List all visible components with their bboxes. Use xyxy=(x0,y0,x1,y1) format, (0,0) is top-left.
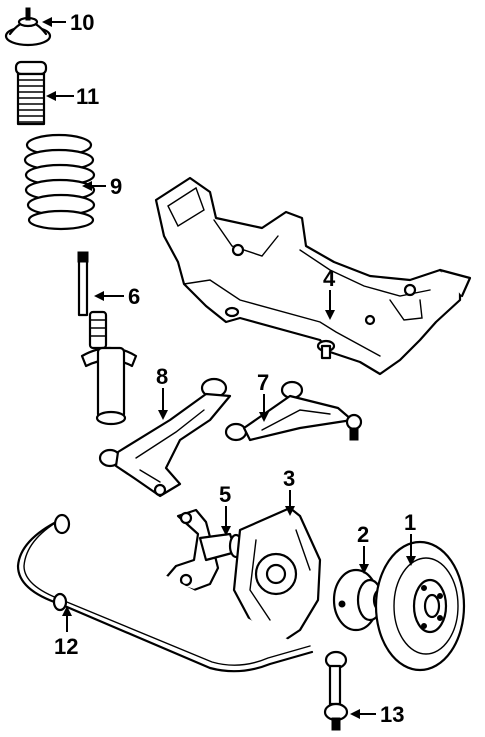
callout-4: 4 xyxy=(323,266,336,291)
lower-control-arm xyxy=(98,377,232,498)
callout-11: 11 xyxy=(76,84,99,109)
stabilizer-bar xyxy=(16,513,314,673)
callout-7: 7 xyxy=(257,370,269,395)
callout-1: 1 xyxy=(404,510,416,535)
steering-knuckle xyxy=(162,508,244,592)
stabilizer-link xyxy=(323,650,349,731)
strut-mount xyxy=(4,7,52,47)
callout-labels: 10 11 9 6 8 7 4 5 3 2 1 12 13 xyxy=(54,10,416,727)
splash-shield xyxy=(232,506,322,648)
leader-lines xyxy=(42,17,416,719)
callout-2: 2 xyxy=(357,522,369,547)
callout-3: 3 xyxy=(283,466,295,491)
dust-boot xyxy=(14,60,48,126)
strut-shock xyxy=(77,251,138,426)
callout-13: 13 xyxy=(380,702,404,727)
callout-12: 12 xyxy=(54,634,78,659)
callout-5: 5 xyxy=(219,482,231,507)
callout-9: 9 xyxy=(110,174,122,199)
callout-10: 10 xyxy=(70,10,94,35)
crossmember xyxy=(154,176,472,376)
callout-6: 6 xyxy=(128,284,140,309)
brake-rotor xyxy=(374,540,466,672)
coil-spring xyxy=(23,133,96,231)
upper-control-arm xyxy=(224,380,363,442)
callout-8: 8 xyxy=(156,364,168,389)
